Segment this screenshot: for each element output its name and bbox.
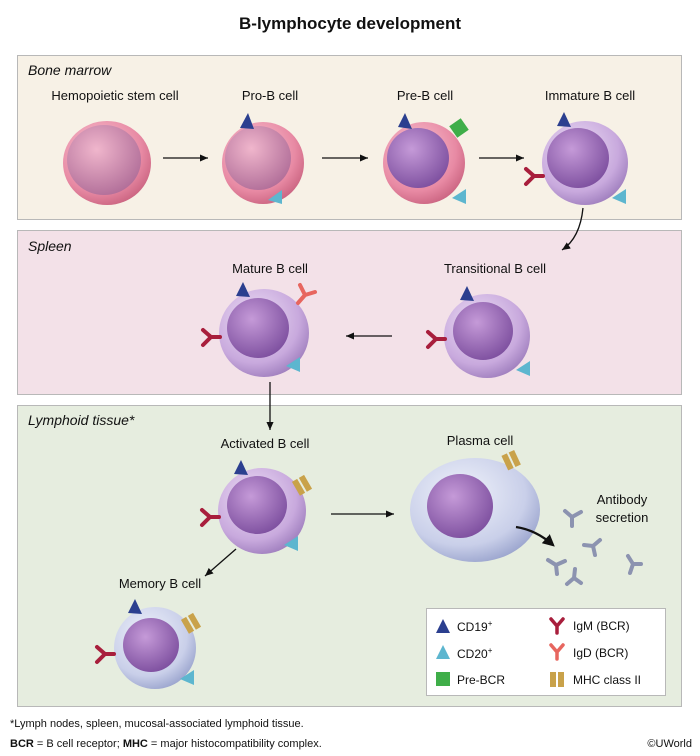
transitional-b-cell [426,286,530,378]
cd19-marker-icon [398,113,412,129]
igm-receptor-icon [524,167,545,186]
cd20-marker-icon [452,189,466,204]
page-title: B-lymphocyte development [239,14,461,33]
secretion-arrow [515,525,555,547]
memory-b-cell [95,599,202,689]
development-arrows [163,154,584,577]
plasma-label: Plasma cell [446,433,514,448]
lymphoid-tissue-heading: Lymphoid tissue* [28,412,135,428]
cd20-marker-icon [268,190,282,204]
memory-b-label: Memory B cell [118,576,202,591]
mhc2-legend-label: MHC class II [573,673,642,687]
mature-b-label: Mature B cell [232,261,308,276]
mhc2-marker-icon [180,612,202,634]
cd20-legend-label: CD20+ [457,646,493,661]
abbreviation-footnote: BCR = B cell receptor; MHC = major histo… [10,738,322,750]
cd19-marker-icon [460,286,474,301]
igm-receptor-icon [201,328,222,347]
pro-b-label: Pro-B cell [241,88,299,103]
immature-b-label: Immature B cell [544,88,636,103]
hsc-label: Hemopoietic stem cell [51,88,179,103]
spleen-heading: Spleen [28,238,72,254]
igd-legend-icon [549,643,565,661]
cd20-marker-icon [180,670,194,685]
cd19-legend-icon [436,619,450,633]
cd20-marker-icon [516,361,530,376]
plasma-cell [410,449,540,562]
pre-b-cell [383,113,469,204]
legend: CD19+ CD20+ Pre-BCR IgM (BCR) IgD (BCR) … [426,608,666,696]
cd19-marker-icon [557,112,571,127]
igd-receptor-icon [296,283,317,305]
igm-receptor-icon [95,645,116,664]
immature-b-cell [524,112,628,205]
antibody-secretion-label: Antibody secretion [595,492,649,525]
cd19-marker-icon [240,113,254,129]
pre-bcr-legend-label: Pre-BCR [457,673,506,687]
mhc2-marker-icon [501,449,521,471]
cd19-marker-icon [128,599,142,614]
copyright: ©UWorld [647,738,692,750]
mhc2-marker-icon [291,474,313,496]
cd19-marker-icon [236,282,250,297]
igd-legend-label: IgD (BCR) [573,646,629,660]
mature-b-cell [201,282,317,377]
activated-b-label: Activated B cell [220,436,310,451]
spleen-panel [17,230,682,395]
antibody-molecules-icon [546,509,643,586]
pre-b-label: Pre-B cell [396,88,454,103]
transitional-b-label: Transitional B cell [443,261,547,276]
legend-swatches [436,617,565,687]
cd20-marker-icon [286,357,300,372]
igm-receptor-icon [426,330,447,349]
pre-bcr-legend-icon [436,672,450,686]
cd20-marker-icon [612,189,626,204]
igm-receptor-icon [200,508,221,527]
cd20-legend-icon [436,645,450,659]
cd19-legend-label: CD19+ [457,619,493,634]
hsc-cell [63,121,151,205]
cd19-marker-icon [234,460,248,475]
pro-b-cell [222,113,304,204]
bone-marrow-heading: Bone marrow [28,62,112,78]
igm-legend-label: IgM (BCR) [573,619,630,633]
cd20-marker-icon [284,536,298,551]
pre-bcr-marker-icon [449,118,469,138]
igm-legend-icon [549,617,565,635]
activated-b-cell [200,460,313,554]
lymphoid-footnote: *Lymph nodes, spleen, mucosal-associated… [10,718,304,730]
mhc2-legend-icon [550,672,564,687]
